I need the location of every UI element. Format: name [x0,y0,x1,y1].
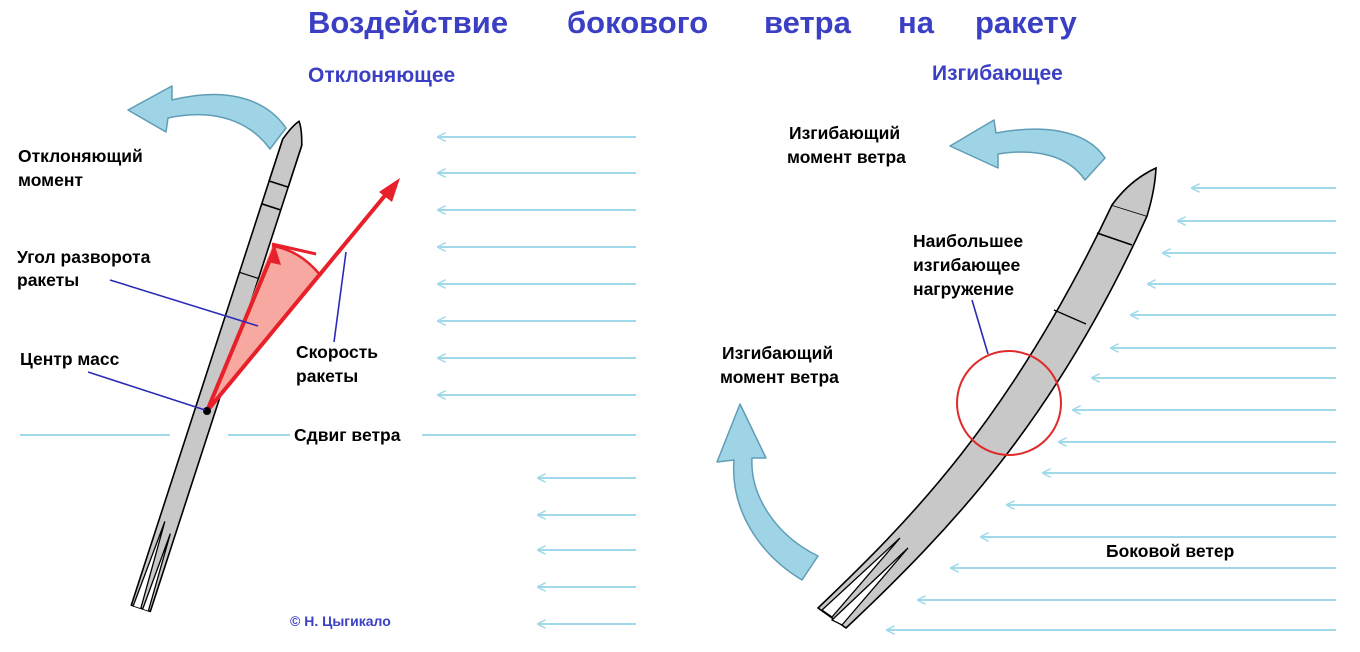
label-rocket-velocity-line1: Скорость [296,342,378,362]
label-turn-angle-line1: Угол разворота [17,247,151,267]
deflecting-moment-arrow [127,85,287,150]
title-word-3: ветра [764,5,852,40]
bending-moment-arrow-left [716,403,819,581]
label-wind-shear: Сдвиг ветра [294,425,401,445]
title-word-4: на [898,5,935,40]
label-turn-angle-line2: ракеты [17,270,79,290]
axis-vector-barb [271,242,317,256]
label-rocket-velocity: Скорость ракеты [296,342,378,386]
rocket-right [817,166,1157,629]
label-deflecting-moment-line2: момент [18,170,83,190]
label-max-bending-line3: нагружение [913,279,1014,299]
velocity-vector-head [379,178,400,202]
title-word-1: Воздействие [308,5,508,40]
label-max-bending-load: Наибольшее изгибающее нагружение [913,231,1023,299]
label-side-wind: Боковой ветер [1106,541,1234,561]
label-bending-moment-left: Изгибающий момент ветра [720,343,839,387]
left-wind-arrows [438,137,636,624]
rocket-left [130,120,303,613]
left-leader-lines [87,251,347,411]
label-rocket-velocity-line2: ракеты [296,366,358,386]
right-heading: Изгибающее [932,62,1063,85]
rocket-axis-vector [205,249,276,412]
label-deflecting-moment: Отклоняющий момент [18,146,143,190]
label-turn-angle: Угол разворота ракеты [17,247,151,290]
diagram-title: Воздействие бокового ветра на ракету [308,5,1077,40]
label-bending-top-line2: момент ветра [787,147,906,167]
max-bending-leader [971,299,989,355]
copyright: © Н. Цыгикало [290,613,391,629]
label-deflecting-moment-line1: Отклоняющий [18,146,143,166]
max-bending-circle [956,350,1062,456]
right-wind-arrows [887,188,1336,630]
label-bending-left-line1: Изгибающий [722,343,833,363]
center-of-mass-dot [203,407,211,415]
left-heading: Отклоняющее [308,64,455,87]
label-max-bending-line2: изгибающее [913,255,1020,275]
bending-moment-arrow-top [949,119,1106,181]
title-word-2: бокового [567,5,708,40]
turn-angle-wedge [207,246,321,411]
label-max-bending-line1: Наибольшее [913,231,1023,251]
label-center-of-mass: Центр масс [20,349,120,369]
label-bending-top-line1: Изгибающий [789,123,900,143]
axis-vector-head [268,243,281,265]
title-word-5: ракету [975,5,1077,40]
label-bending-left-line2: момент ветра [720,367,839,387]
velocity-vector [205,185,394,413]
label-bending-moment-top: Изгибающий момент ветра [787,123,906,167]
turn-angle-arc [271,244,322,277]
